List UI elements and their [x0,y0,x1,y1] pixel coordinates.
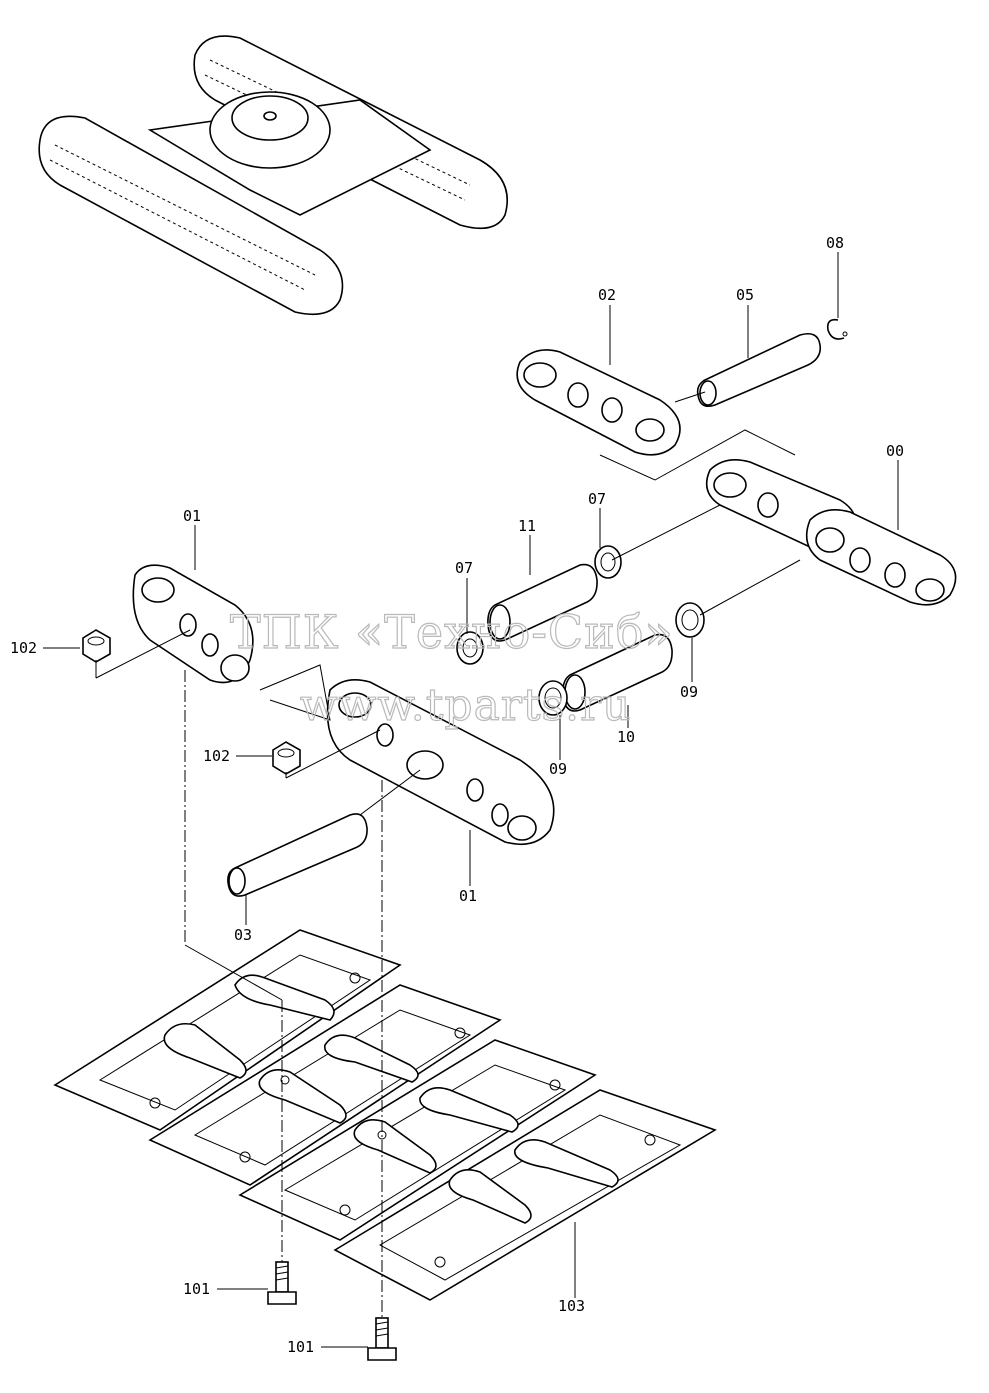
callout-05: 05 [736,286,754,304]
seal-09-right [675,602,705,638]
callout-00: 00 [886,442,904,460]
pin-03 [227,813,368,897]
callout-03: 03 [234,926,252,944]
callout-101-left: 101 [183,1280,210,1298]
callout-09-left: 09 [549,760,567,778]
pin-05 [696,332,822,408]
track-link-01-left [132,564,254,684]
callout-101-right: 101 [287,1338,314,1356]
seal-07-right [594,545,622,579]
callout-10: 10 [617,728,635,746]
callout-11: 11 [518,517,536,535]
watermark-website: www.tparts.ru [300,680,631,731]
snap-ring-08 [826,318,848,340]
track-shoes-103 [53,929,717,1301]
leader-lines [43,252,899,1348]
track-link-00 [705,459,957,606]
track-link-02 [516,349,681,456]
callout-08: 08 [826,234,844,252]
undercarriage-assembly [38,35,509,316]
bushing-11 [487,563,598,642]
bolt-101-right [367,1317,397,1361]
callout-103: 103 [558,1297,585,1315]
bolt-101-left [267,1261,297,1305]
nut-102-lower [272,741,301,775]
nut-102-upper [82,629,111,663]
callout-02: 02 [598,286,616,304]
track-link-01-center [326,679,555,846]
bushing-10 [562,633,673,712]
seal-07-left [456,631,484,665]
seal-09-left [538,680,568,716]
callout-102-lower: 102 [203,747,230,765]
callout-09-right: 09 [680,683,698,701]
callout-01-left: 01 [183,507,201,525]
callout-102-upper: 102 [10,639,37,657]
watermark-company: ТПК «Техно-Сиб» [230,605,674,659]
callout-01-center: 01 [459,887,477,905]
callout-07-left: 07 [455,559,473,577]
callout-07-right: 07 [588,490,606,508]
